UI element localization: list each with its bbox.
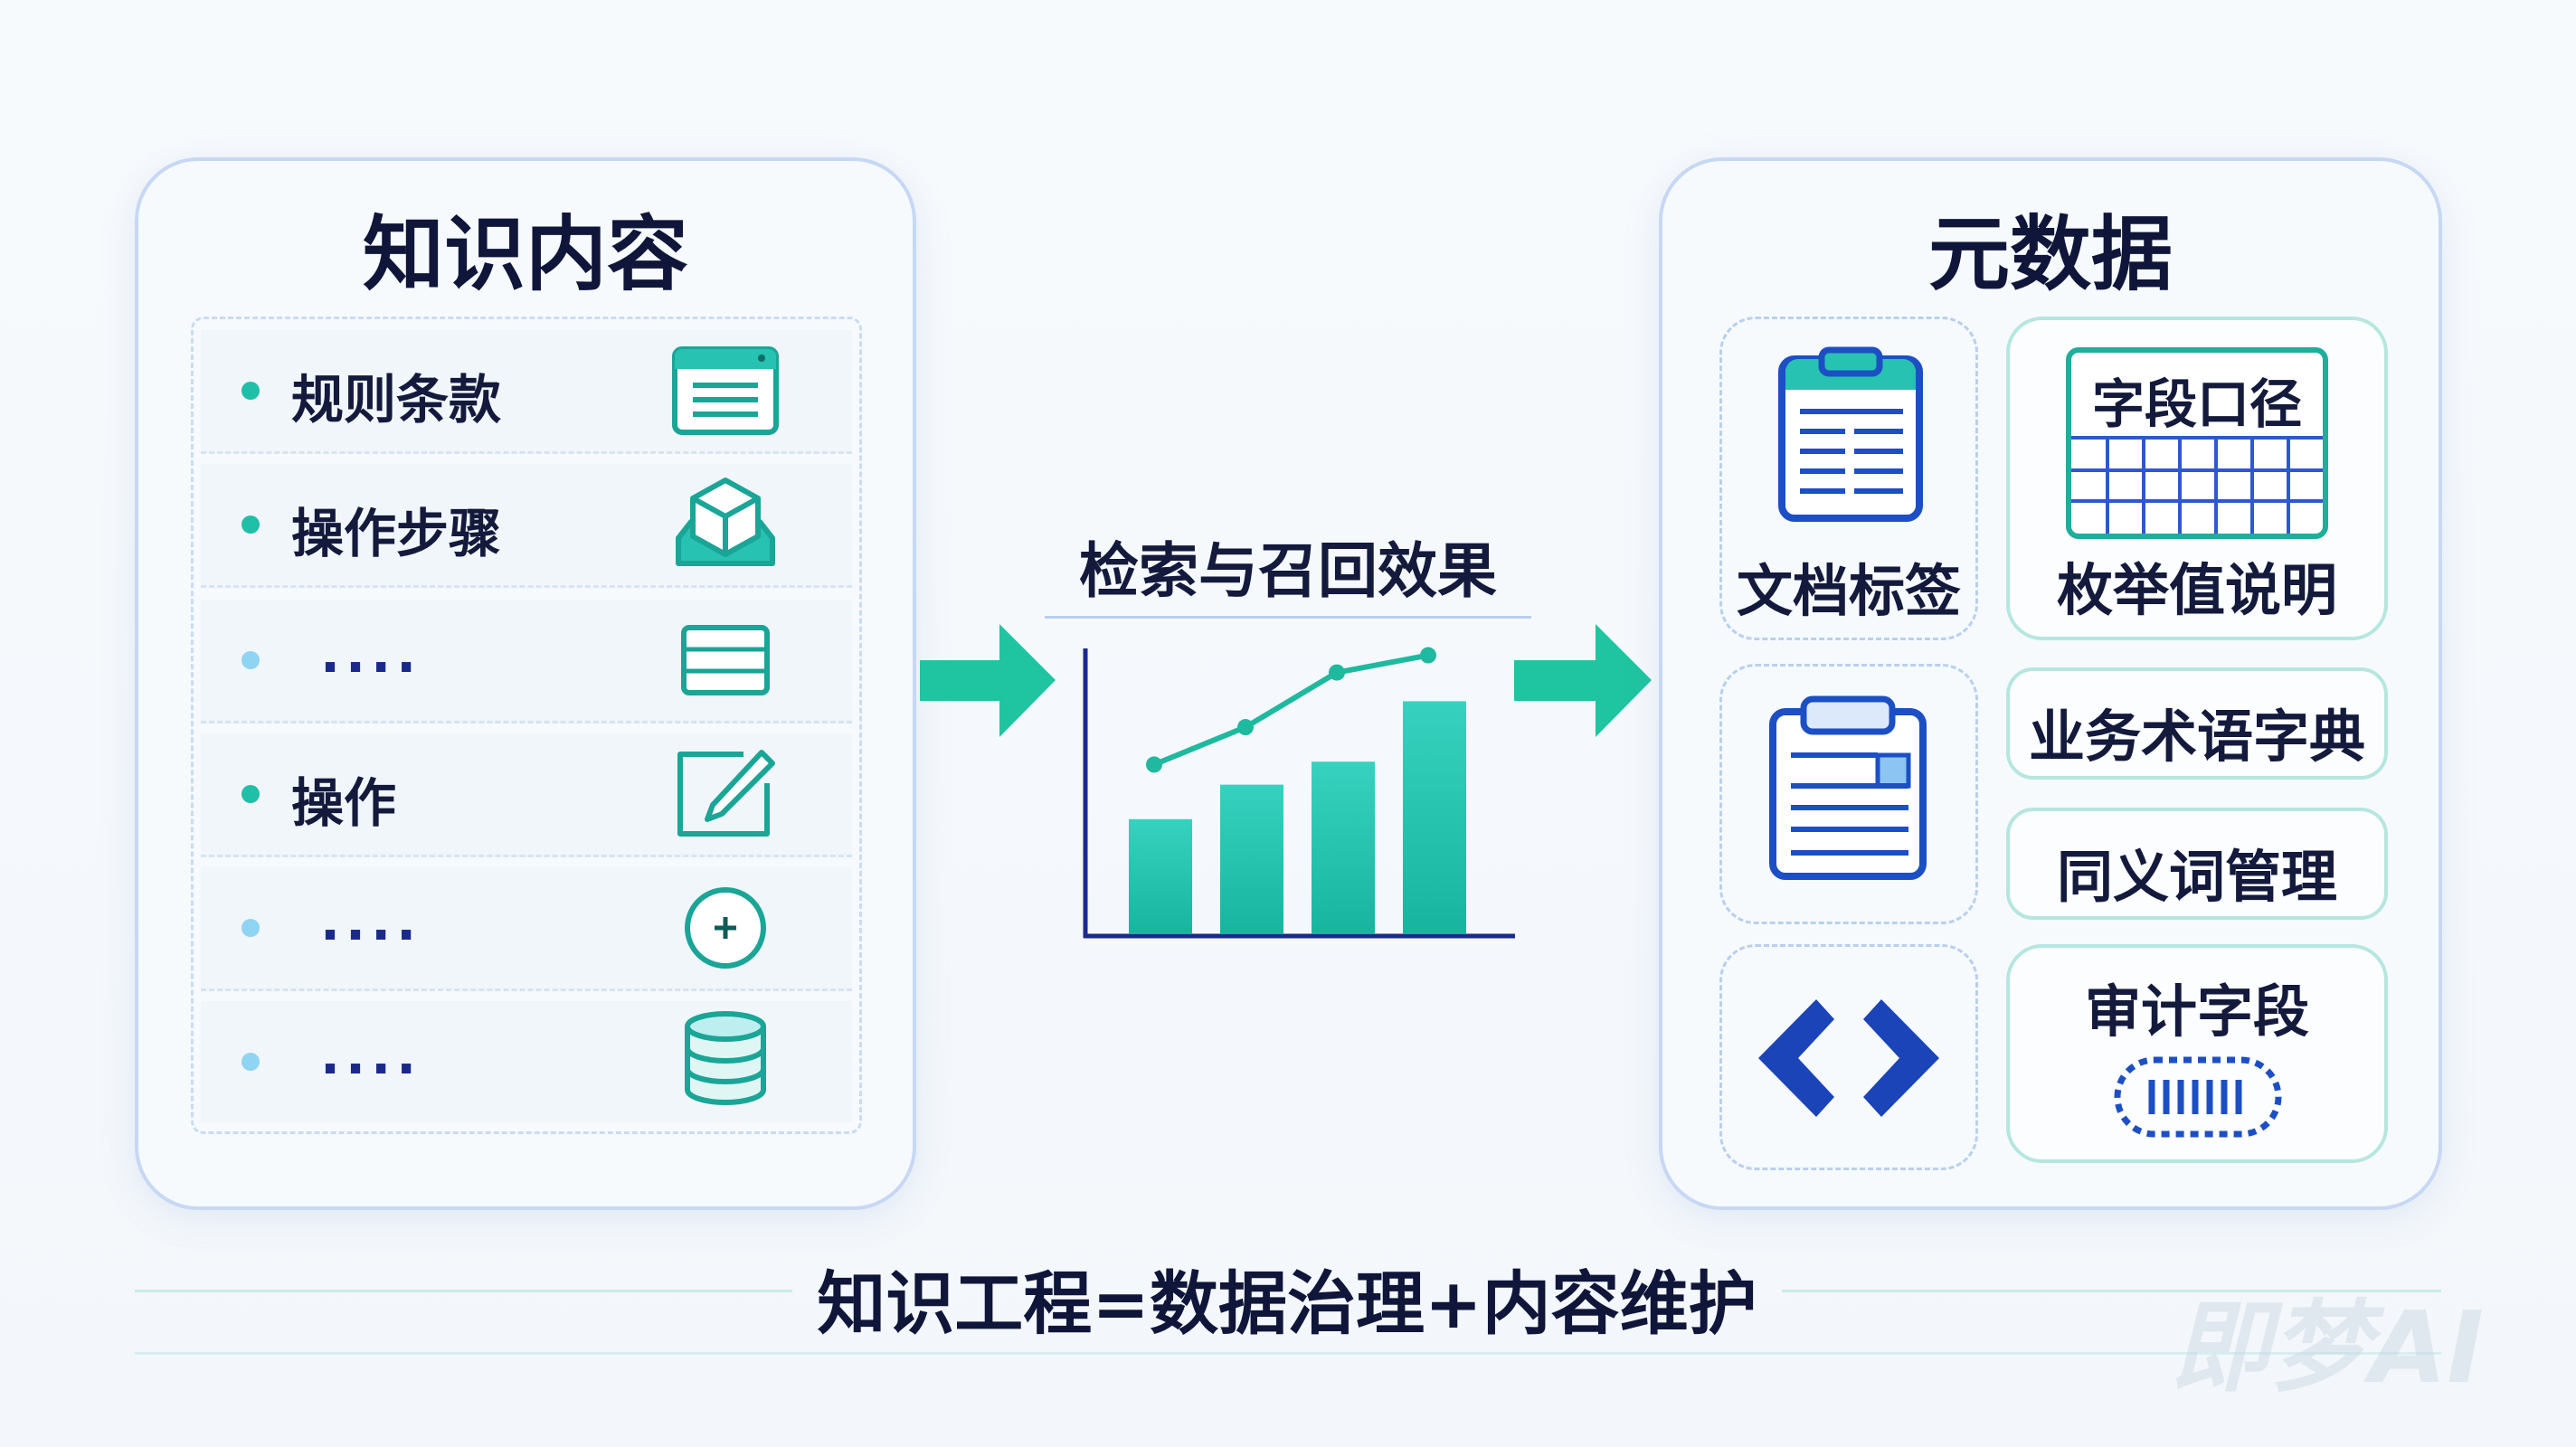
- edit-pencil-icon: [677, 750, 775, 837]
- footer-line-bottom: [135, 1352, 2441, 1355]
- doc-tag-label: 文档标签: [1736, 558, 1961, 624]
- footer-line-left: [135, 1290, 792, 1292]
- clipboard-icon: [1778, 346, 1923, 522]
- field-caliber-label: 字段口径: [2091, 374, 2302, 435]
- list-item[interactable]: 操作步骤: [201, 464, 852, 588]
- item-label: 操作: [291, 772, 397, 834]
- footer-line-right: [1782, 1290, 2441, 1292]
- item-label: 操作步骤: [291, 503, 502, 564]
- list-item[interactable]: ....: [201, 1001, 852, 1122]
- synonym-mgmt-label: 同义词管理: [2056, 844, 2337, 910]
- retrieval-effect-title: 检索与召回效果: [1079, 536, 1497, 606]
- retrieval-chart: [1083, 647, 1515, 939]
- list-item[interactable]: 操作: [201, 733, 852, 857]
- grid-icon: [2071, 436, 2323, 534]
- arrow-right-icon: [920, 624, 1056, 737]
- trend-point: [1329, 664, 1345, 681]
- list-item[interactable]: ....: [201, 867, 852, 991]
- table-rows-icon: [681, 625, 770, 695]
- list-item[interactable]: 规则条款: [201, 330, 852, 454]
- bullet-icon: [242, 651, 260, 669]
- form-doc-tile[interactable]: [1719, 664, 1978, 924]
- synonym-mgmt-tile[interactable]: 同义词管理: [2006, 808, 2388, 920]
- chart-bar: [1403, 701, 1466, 934]
- formula-text: 知识工程=数据治理+内容维护: [817, 1263, 1757, 1344]
- enum-desc-label: 枚举值说明: [2056, 557, 2337, 623]
- bullet-icon: [242, 1053, 260, 1071]
- trend-line: [1152, 652, 1429, 768]
- arrow-right-icon: [1514, 624, 1652, 737]
- audit-field-tile[interactable]: 审计字段: [2006, 944, 2388, 1163]
- trend-point: [1146, 756, 1162, 773]
- field-table-icon: 字段口径: [2066, 347, 2328, 539]
- bullet-icon: [242, 515, 260, 534]
- knowledge-items-list: 规则条款 操作步骤 ....: [191, 317, 862, 1134]
- item-label: 规则条款: [291, 369, 502, 430]
- item-label: ....: [320, 623, 422, 685]
- metadata-title: 元数据: [1928, 207, 2173, 302]
- chart-bar: [1129, 818, 1192, 934]
- metadata-panel: 元数据 文档标签 字段口径: [1659, 157, 2442, 1210]
- business-glossary-label: 业务术语字典: [2028, 704, 2365, 770]
- barcode-icon: [2114, 1056, 2282, 1138]
- business-glossary-tile[interactable]: 业务术语字典: [2006, 667, 2388, 780]
- bullet-icon: [242, 785, 260, 803]
- list-item[interactable]: ....: [201, 600, 852, 724]
- chart-bar: [1220, 784, 1283, 934]
- field-caliber-tile[interactable]: 字段口径 枚举值说明: [2006, 317, 2388, 640]
- code-tile[interactable]: [1719, 944, 1978, 1170]
- trend-point: [1237, 719, 1254, 736]
- plus-circle-icon: [685, 887, 766, 969]
- code-brackets-icon: [1758, 999, 1939, 1117]
- title-underline: [1045, 616, 1531, 619]
- doc-tag-tile[interactable]: 文档标签: [1719, 317, 1978, 640]
- item-label: ....: [320, 1025, 422, 1086]
- browser-window-icon: [672, 346, 779, 435]
- cube-box-icon: [676, 478, 775, 566]
- watermark: 即梦AI: [2171, 1290, 2485, 1405]
- knowledge-content-panel: 知识内容 规则条款 操作步骤 ....: [135, 157, 916, 1210]
- bullet-icon: [242, 919, 260, 937]
- knowledge-content-title: 知识内容: [363, 207, 688, 302]
- form-clipboard-icon: [1769, 695, 1927, 880]
- chart-bar: [1312, 761, 1375, 934]
- trend-point: [1420, 647, 1436, 664]
- database-icon: [685, 1011, 766, 1105]
- item-label: ....: [320, 891, 422, 952]
- audit-field-label: 审计字段: [2084, 979, 2309, 1045]
- bullet-icon: [242, 382, 260, 400]
